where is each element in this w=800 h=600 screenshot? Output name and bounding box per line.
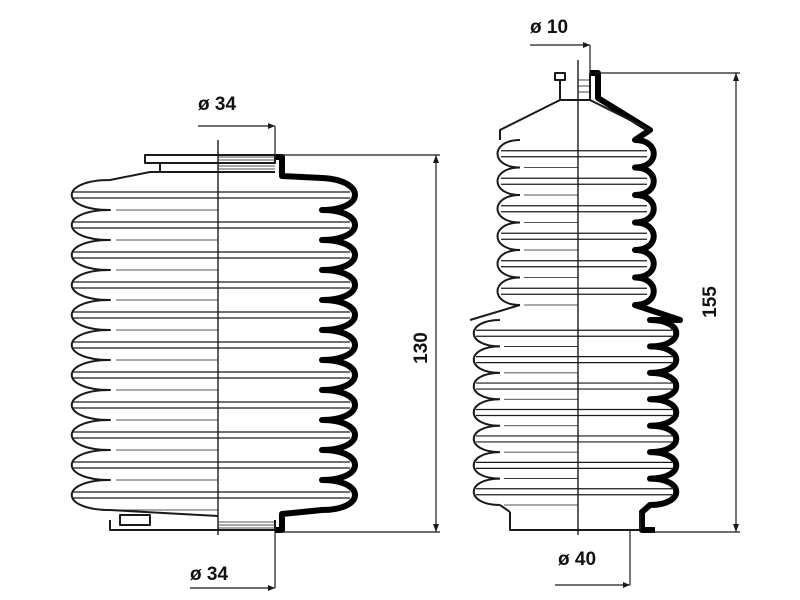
right-boot-outline xyxy=(469,139,521,513)
right-boot: ø 10 ø 40 155 xyxy=(469,17,740,588)
right-top-diameter-label: ø 10 xyxy=(530,17,568,38)
left-top-collar-hatch xyxy=(218,156,275,170)
left-bottom-diameter-label: ø 34 xyxy=(190,564,228,585)
left-top-diameter-label: ø 34 xyxy=(198,94,236,115)
left-boot-section-profile xyxy=(275,154,358,533)
left-boot-outline xyxy=(70,171,219,517)
right-boot-rib-lines xyxy=(476,150,672,506)
right-length-label: 155 xyxy=(700,286,721,318)
right-bottom-collar xyxy=(509,512,641,531)
left-boot-rib-lines xyxy=(73,191,350,511)
right-top-neck xyxy=(554,72,591,101)
right-top-neck-hatch xyxy=(578,79,590,93)
left-bottom-diameter-dimension: ø 34 xyxy=(190,530,276,591)
left-boot-left-contour xyxy=(70,171,219,517)
right-upper-cone xyxy=(499,99,651,140)
right-boot-section-profile xyxy=(590,70,683,533)
right-length-dimension: 155 xyxy=(595,72,740,533)
left-bottom-collar-hatch xyxy=(218,521,275,529)
left-length-dimension: 130 xyxy=(280,154,440,533)
right-boot-left-contour xyxy=(469,139,521,513)
left-top-diameter-dimension: ø 34 xyxy=(198,94,276,155)
right-bottom-diameter-label: ø 40 xyxy=(558,549,596,570)
left-boot: ø 34 ø 34 130 xyxy=(70,94,440,591)
left-length-label: 130 xyxy=(411,332,432,364)
right-top-diameter-dimension: ø 10 xyxy=(530,17,591,73)
right-bottom-diameter-dimension: ø 40 xyxy=(555,530,631,588)
left-top-collar xyxy=(144,154,276,173)
